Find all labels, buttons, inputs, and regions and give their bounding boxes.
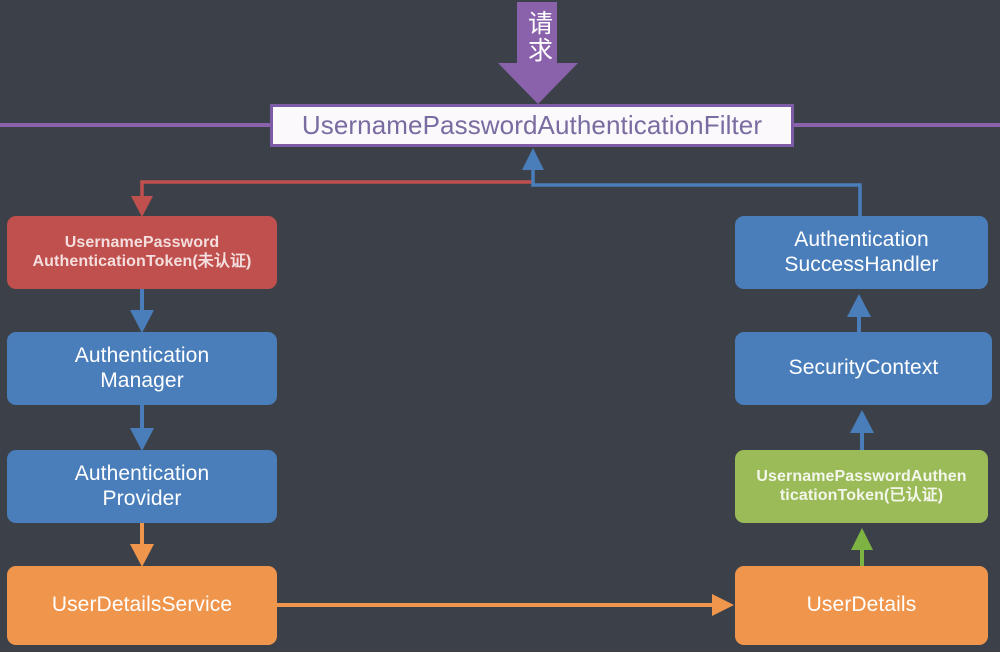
node-label: UsernamePasswordAuthen ticationToken(已认证…: [756, 467, 967, 504]
edge-success-handler-to-filter-head: [522, 148, 544, 170]
edge-filter-to-token-unauth: [140, 180, 533, 206]
edge-token-auth-to-security-context-head: [850, 410, 874, 433]
edge-security-context-to-success-handler-head: [847, 294, 871, 317]
node-username-password-authentication-filter[interactable]: UsernamePasswordAuthenticationFilter: [270, 104, 794, 147]
node-label: Authentication Manager: [74, 343, 210, 392]
node-label: UsernamePassword AuthenticationToken(未认证…: [32, 233, 252, 270]
node-username-password-authentication-token-authenticated[interactable]: UsernamePasswordAuthen ticationToken(已认证…: [735, 450, 988, 523]
edge-auth-manager-to-auth-provider-head: [130, 428, 154, 451]
node-label: UsernamePasswordAuthenticationFilter: [301, 110, 763, 141]
edge-success-handler-to-filter: [531, 160, 862, 216]
node-label: Authentication SuccessHandler: [784, 227, 939, 276]
request-arrow-label: 请求: [524, 10, 553, 64]
node-user-details[interactable]: UserDetails: [735, 566, 988, 645]
node-authentication-provider[interactable]: Authentication Provider: [7, 450, 277, 523]
node-label: UserDetailsService: [51, 593, 233, 617]
node-username-password-authentication-token-unauthenticated[interactable]: UsernamePassword AuthenticationToken(未认证…: [7, 216, 277, 289]
node-security-context[interactable]: SecurityContext: [735, 332, 992, 405]
node-authentication-manager[interactable]: Authentication Manager: [7, 332, 277, 405]
node-user-details-service[interactable]: UserDetailsService: [7, 566, 277, 645]
edge-filter-to-token-unauth-head: [131, 196, 153, 217]
edge-user-details-service-to-user-details-head: [712, 594, 734, 616]
edge-token-unauth-to-auth-manager-head: [130, 310, 154, 333]
edge-user-details-to-token-auth-head: [851, 528, 873, 550]
node-authentication-success-handler[interactable]: Authentication SuccessHandler: [735, 216, 988, 289]
node-label: Authentication Provider: [74, 461, 210, 510]
node-label: SecurityContext: [788, 356, 939, 380]
node-label: UserDetails: [806, 593, 917, 617]
edge-auth-provider-to-user-details-service-head: [130, 544, 154, 567]
